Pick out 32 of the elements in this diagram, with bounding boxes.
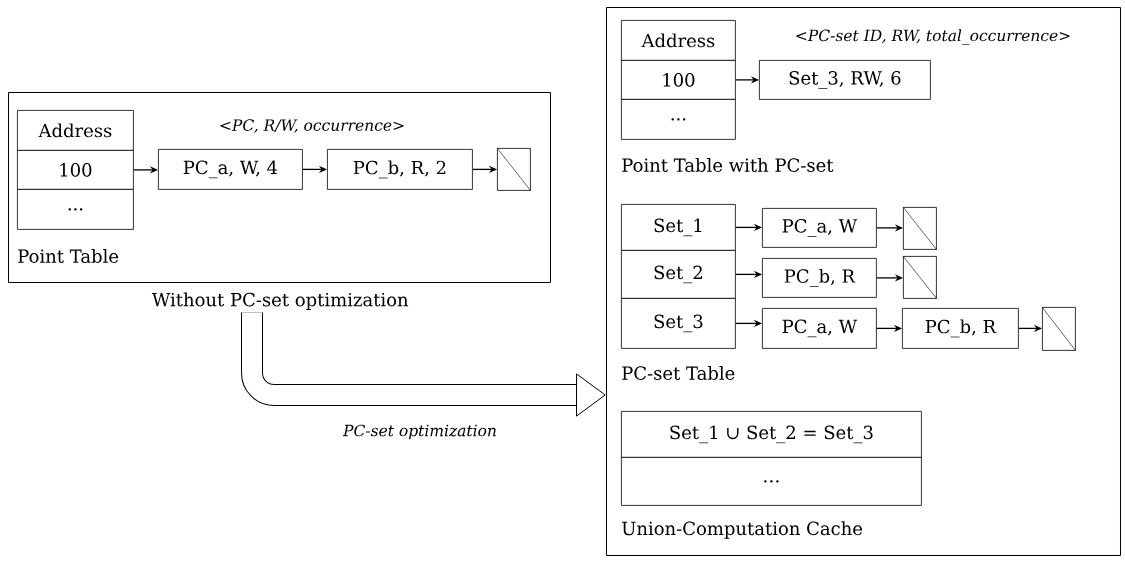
null-pointer-box: [902, 206, 938, 251]
table-cell: Set_1: [621, 204, 736, 251]
list-entry-box: PC_a, W: [762, 208, 877, 248]
caption-text: Without PC-set optimization: [151, 292, 409, 310]
list-entry-box: PC_b, R: [762, 258, 877, 298]
null-pointer-box: [496, 147, 532, 192]
table-cell: Set_3: [621, 298, 736, 349]
table-cell: Set_2: [621, 250, 736, 299]
list-entry-box: PC_a, W, 4: [158, 149, 303, 190]
table-cell: …: [621, 457, 922, 506]
table-cell: 100: [621, 60, 736, 100]
block-arrow: [241, 312, 606, 417]
field-format-label: <PC, R/W, occurrence>: [220, 119, 404, 133]
section-label: Point Table with PC-set: [622, 158, 834, 172]
section-label: PC-set Table: [622, 366, 735, 380]
table-cell: ...: [17, 189, 134, 230]
edge-label: PC-set optimization: [342, 423, 498, 441]
null-pointer-box: [1041, 306, 1077, 352]
null-pointer-box: [902, 255, 938, 300]
section-label: Point Table: [18, 249, 119, 263]
table-cell: ...: [621, 99, 736, 140]
list-entry-box: PC_b, R: [902, 308, 1019, 349]
list-entry-box: PC_a, W: [762, 308, 877, 349]
table-header-cell: Address: [17, 110, 134, 151]
table-header-cell: Address: [621, 20, 736, 61]
field-format-label: <PC-set ID, RW, total_occurrence>: [796, 29, 1070, 45]
list-entry-box: PC_b, R, 2: [327, 149, 473, 190]
panel-frame: [8, 92, 551, 283]
panel-frame: [606, 7, 1121, 556]
table-cell: Set_1 ∪ Set_2 = Set_3: [621, 411, 922, 458]
list-entry-box: Set_3, RW, 6: [759, 60, 931, 100]
table-cell: 100: [17, 150, 134, 190]
